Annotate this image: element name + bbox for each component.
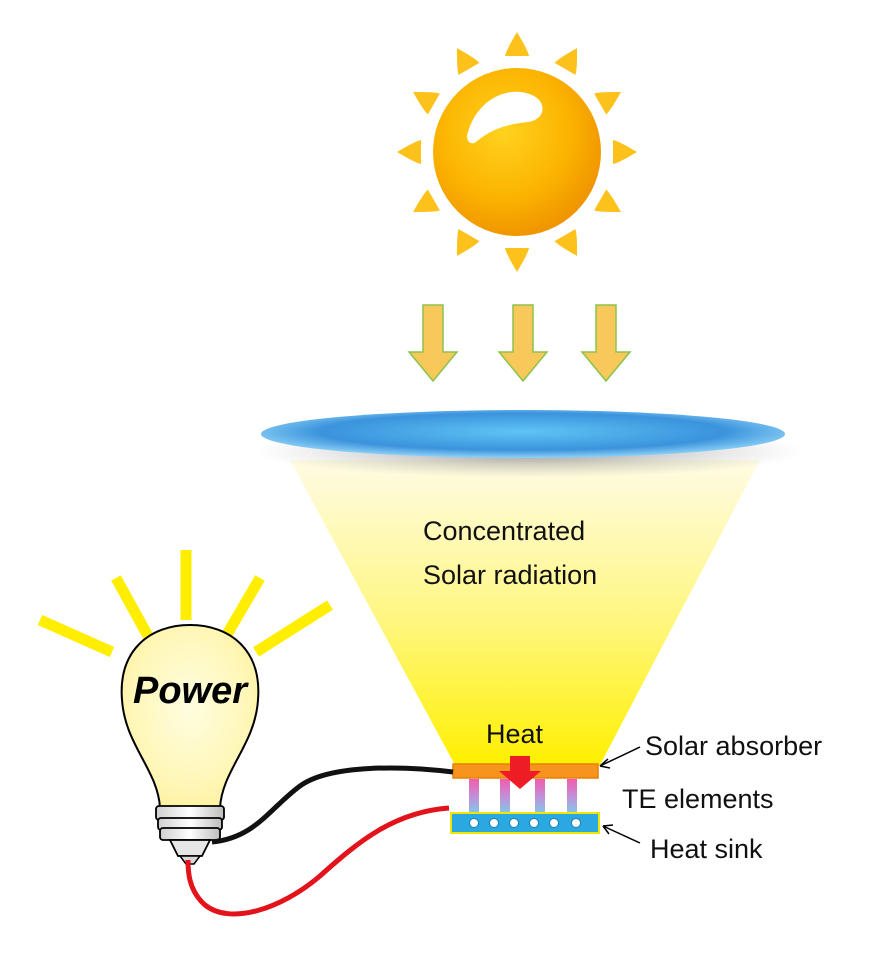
concentrated-label: Concentrated bbox=[423, 516, 585, 546]
concentrated-light-cone bbox=[290, 460, 760, 765]
sun-ray bbox=[397, 140, 421, 164]
solar-radiation-label: Solar radiation bbox=[423, 560, 597, 590]
heat-sink-label: Heat sink bbox=[650, 834, 763, 864]
heat-sink-channel bbox=[529, 818, 539, 828]
down-arrow-icon bbox=[497, 304, 549, 383]
sun-ray bbox=[554, 48, 578, 75]
te-element bbox=[567, 779, 577, 813]
heat-sink-channel bbox=[489, 818, 499, 828]
sun-disc bbox=[433, 68, 601, 236]
sun-ray bbox=[413, 189, 440, 213]
sun-ray bbox=[594, 189, 621, 213]
positive-wire bbox=[185, 805, 450, 917]
sun-ray bbox=[594, 91, 621, 115]
down-arrow-icon bbox=[407, 304, 632, 383]
light-bulb-icon: Power bbox=[37, 550, 333, 865]
sun-ray bbox=[613, 140, 637, 164]
negative-wire bbox=[211, 765, 454, 845]
heat-sink-channel bbox=[509, 818, 519, 828]
down-arrow-icon bbox=[580, 304, 632, 383]
heat-sink-channel bbox=[571, 818, 581, 828]
bulb-screw-base bbox=[155, 805, 225, 865]
sun-ray bbox=[505, 248, 529, 272]
lens-body bbox=[261, 410, 785, 458]
sun-ray bbox=[413, 91, 440, 115]
heat-sink-plate bbox=[450, 812, 600, 834]
te-elements-label: TE elements bbox=[622, 784, 774, 814]
sun-highlight bbox=[467, 91, 543, 144]
te-element bbox=[500, 779, 510, 813]
heat-arrow-icon bbox=[499, 756, 541, 789]
heat-label: Heat bbox=[486, 719, 544, 749]
sun-ray bbox=[554, 229, 578, 256]
te-elements bbox=[469, 779, 577, 813]
sun-rays bbox=[397, 32, 637, 272]
pointer-lines bbox=[599, 746, 641, 844]
heat-sink-channel bbox=[469, 818, 479, 828]
lens-icon bbox=[255, 410, 805, 478]
thermoelectric-device-icon bbox=[450, 756, 600, 834]
bulb-glass bbox=[120, 623, 260, 809]
bulb-glow-rays bbox=[37, 550, 333, 658]
heat-sink-channel bbox=[549, 818, 559, 828]
te-element bbox=[469, 779, 479, 813]
sun-ray bbox=[456, 229, 480, 256]
sun-icon bbox=[397, 32, 637, 272]
power-label: Power bbox=[133, 670, 249, 712]
te-element bbox=[535, 779, 545, 813]
down-arrow-icon bbox=[407, 304, 459, 383]
heat-sink-channels bbox=[469, 818, 581, 828]
sun-ray bbox=[456, 48, 480, 75]
sun-ray bbox=[505, 32, 529, 56]
solar-absorber-label: Solar absorber bbox=[645, 731, 822, 761]
